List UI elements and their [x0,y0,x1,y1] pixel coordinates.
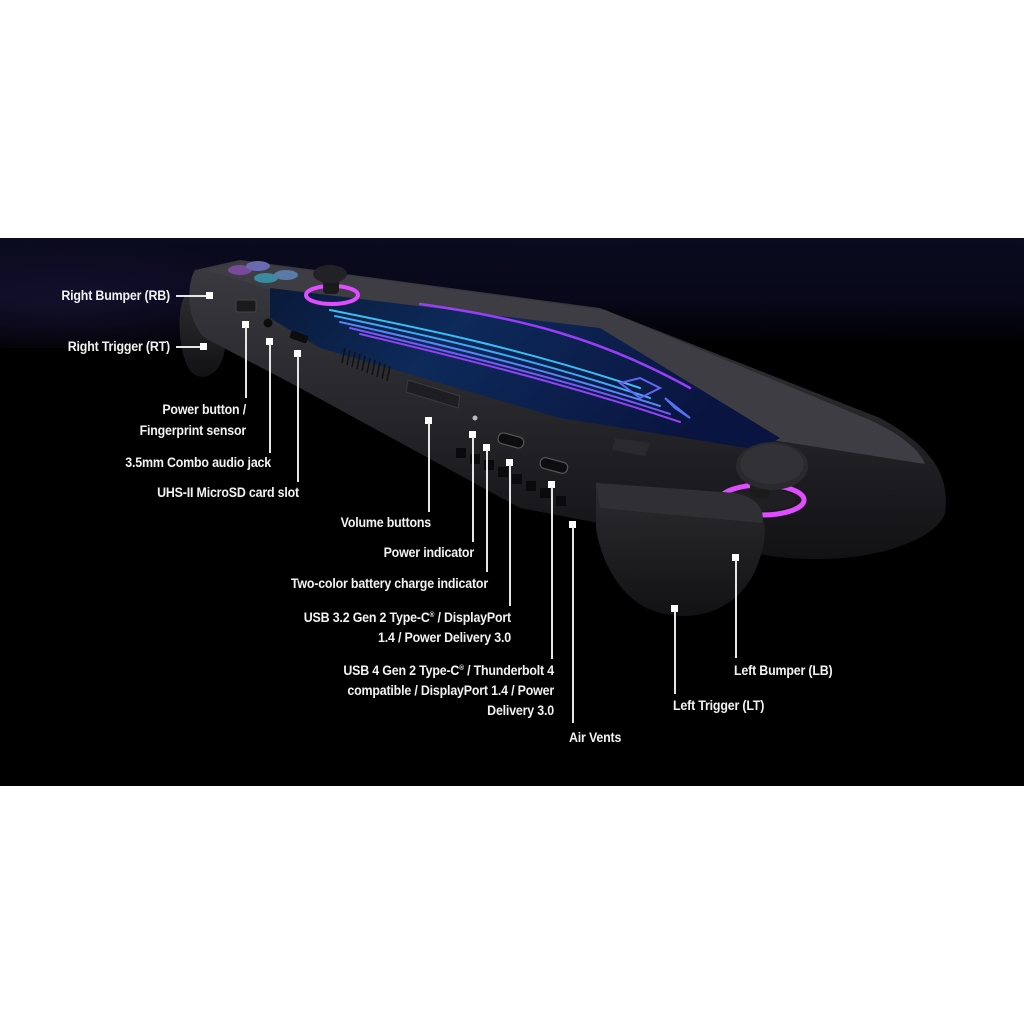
label-usb4-line1: USB 4 Gen 2 Type-C® / Thunderbolt 4 [265,661,554,681]
callout-line-left-bumper [735,560,737,658]
callout-line-left-trigger [674,611,676,694]
marker-audio-jack [266,338,273,345]
marker-power-indicator [469,431,476,438]
marker-left-trigger [671,605,678,612]
usb4-text-b: / Thunderbolt 4 [463,663,554,678]
usb32-text-a: USB 3.2 Gen 2 Type-C [303,610,430,625]
handheld-console-illustration [179,260,946,616]
usb32-text-b: / DisplayPort [434,610,511,625]
callout-line-power-indicator [472,437,474,542]
label-power-button-line1: Power button / [162,402,246,417]
label-usb4-line3: Delivery 3.0 [487,703,554,718]
label-battery-indicator: Two-color battery charge indicator [290,576,488,591]
usb4-port-shape [539,457,569,474]
callout-line-microsd [297,356,299,482]
marker-power-button [242,321,249,328]
microsd-shape [289,330,309,344]
power-led-shape [472,415,478,421]
label-volume: Volume buttons [340,515,432,530]
callout-line-air-vents [572,527,574,723]
callout-line-audio-jack [269,344,271,453]
marker-left-bumper [732,554,739,561]
marker-air-vents [569,521,576,528]
label-right-bumper: Right Bumper (RB) [61,288,170,303]
label-right-trigger: Right Trigger (RT) [67,339,170,354]
marker-right-bumper [206,292,213,299]
registered-mark: ® [459,665,464,672]
callout-line-battery-indicator [486,450,488,572]
label-usb32-line2: 1.4 / Power Delivery 3.0 [378,630,511,645]
label-power-indicator: Power indicator [383,545,475,560]
callout-line-usb4 [551,487,553,659]
marker-right-trigger [200,343,207,350]
label-power-button-line2: Fingerprint sensor [139,423,247,438]
callout-line-right-trigger [176,346,202,348]
label-air-vents: Air Vents [569,730,622,745]
label-left-trigger: Left Trigger (LT) [673,698,765,713]
audio-jack-shape [262,317,274,329]
marker-volume [425,417,432,424]
label-left-bumper: Left Bumper (LB) [734,663,833,678]
label-audio-jack: 3.5mm Combo audio jack [125,455,271,470]
callout-line-volume [428,423,430,512]
callout-line-power-button [245,327,247,398]
marker-usb4 [548,481,555,488]
label-usb32-line1: USB 3.2 Gen 2 Type-C® / DisplayPort [225,608,511,628]
volume-rocker-shape [405,379,461,409]
usb32-port-shape [497,432,525,449]
product-callout-panel [0,238,1024,786]
callout-line-right-bumper [176,295,208,297]
marker-battery-indicator [483,444,490,451]
usb4-text-a: USB 4 Gen 2 Type-C [343,663,460,678]
label-microsd: UHS-II MicroSD card slot [157,485,299,500]
marker-microsd [294,350,301,357]
power-button-shape [235,299,257,313]
registered-mark: ® [429,612,435,619]
marker-usb32 [506,459,513,466]
callout-line-usb32 [509,465,511,606]
label-usb4-line2: compatible / DisplayPort 1.4 / Power [347,683,554,698]
